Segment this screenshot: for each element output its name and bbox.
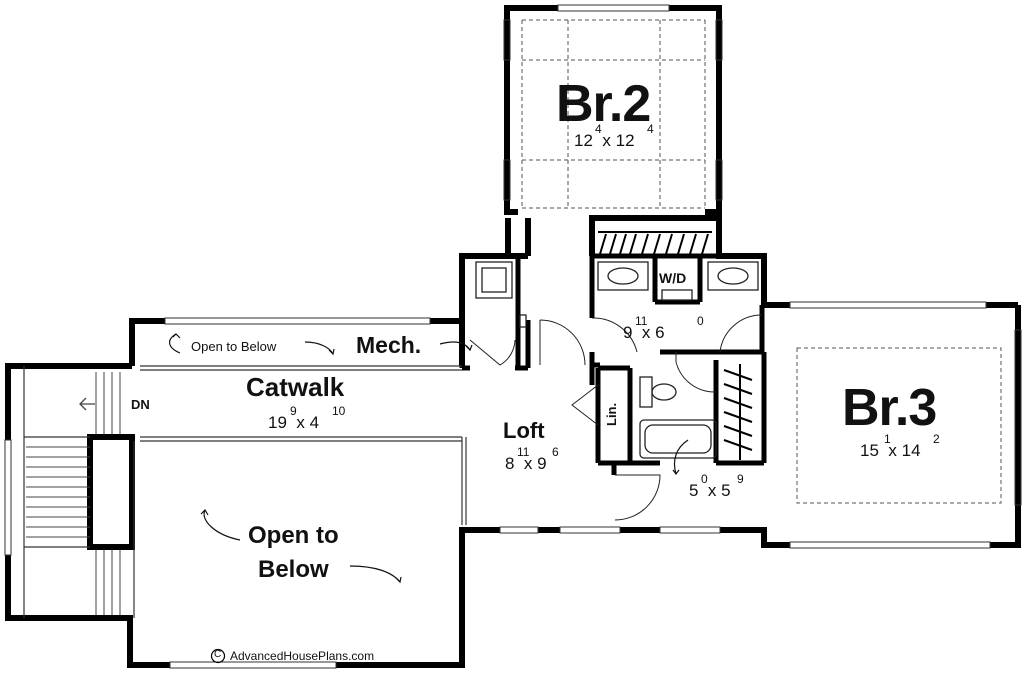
- open-to-below-top: Open to Below: [191, 339, 277, 354]
- annotation-arrows: [169, 333, 689, 584]
- railings: [23, 365, 467, 618]
- stair-pier: [87, 434, 135, 550]
- wd-label: W/D: [659, 270, 687, 286]
- open-to-below-line2: Below: [258, 556, 329, 583]
- copyright-symbol: C: [214, 649, 222, 660]
- exterior-walls: [5, 5, 1021, 668]
- open-to-below-line1: Open to: [248, 522, 339, 549]
- loft-name: Loft: [503, 418, 545, 443]
- closet-hangers: [598, 231, 753, 460]
- br2-name: Br.2: [556, 75, 651, 133]
- mech-name: Mech.: [356, 332, 422, 358]
- ceiling-lines: [521, 19, 1002, 504]
- credit-text: AdvancedHousePlans.com: [230, 649, 375, 663]
- linen-name: Lin.: [604, 402, 619, 426]
- copyright-circle: [210, 648, 226, 664]
- stairs-down-label: DN: [131, 397, 150, 412]
- windows: [4, 4, 1022, 669]
- br3-name: Br.3: [842, 379, 937, 437]
- stairs: [26, 372, 121, 615]
- catwalk-name: Catwalk: [246, 372, 345, 402]
- fixtures: [475, 261, 759, 459]
- door-swings: [469, 314, 763, 521]
